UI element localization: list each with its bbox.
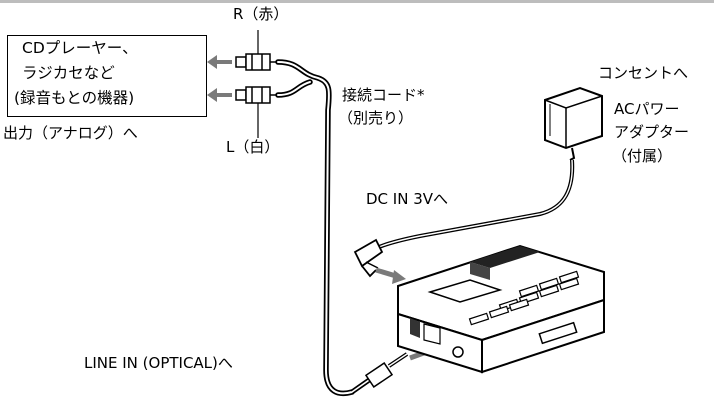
plug-r-label: R（赤） [233, 5, 289, 23]
arrow-to-source-r [207, 55, 232, 69]
cord-label-line2: （別売り） [338, 109, 414, 127]
arrow-to-dc-in [375, 267, 406, 284]
line-in-label: LINE IN (OPTICAL)へ [84, 354, 233, 372]
rca-plug-r-icon [235, 53, 278, 71]
source-device-line2: ラジカセなど [22, 64, 115, 82]
source-device-box: CDプレーヤー、 ラジカセなど (録音もとの機器) [7, 35, 207, 117]
mini-plug-icon [350, 352, 409, 395]
adapter-label-line2: アダプター [614, 123, 690, 141]
adapter-label-line1: ACパワー [614, 100, 680, 118]
cord-label-line1: 接続コード* [342, 86, 425, 104]
outlet-label: コンセントへ [598, 64, 689, 82]
arrow-to-source-l [207, 88, 232, 102]
dc-plug-icon [353, 238, 384, 278]
top-rule [0, 0, 714, 3]
connection-cord [275, 59, 355, 397]
md-recorder-icon [397, 244, 605, 374]
source-device-line3: (録音もとの機器) [14, 89, 135, 107]
adapter-label-line3: （付属） [612, 147, 673, 165]
ac-adapter-icon [544, 86, 603, 161]
source-device-line1: CDプレーヤー、 [22, 39, 138, 57]
output-analog-label: 出力（アナログ）へ [3, 124, 138, 142]
dc-in-label: DC IN 3Vへ [366, 190, 449, 208]
rca-plug-l-icon [235, 86, 278, 104]
plug-l-label: L（白） [226, 138, 280, 156]
